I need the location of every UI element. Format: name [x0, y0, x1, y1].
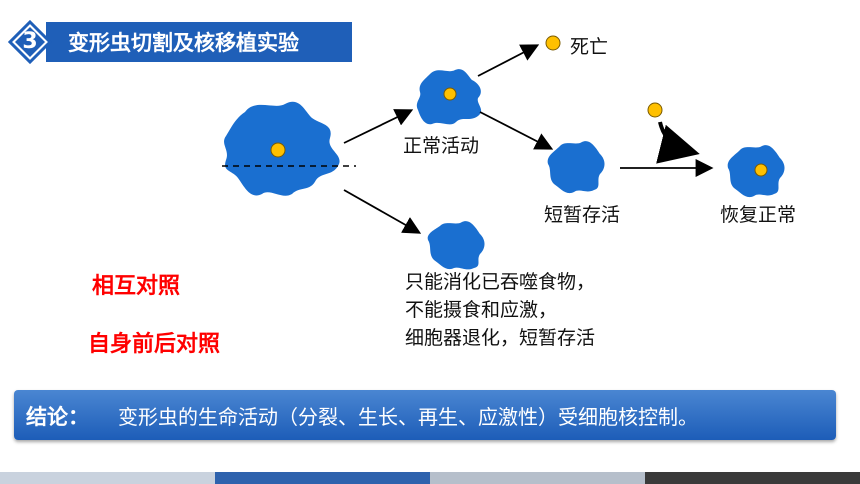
label-short-survival: 短暂存活 — [544, 204, 621, 226]
arrow-to-anucleate — [343, 189, 422, 234]
nucleus-dead — [545, 35, 561, 51]
arrow-to-short — [479, 111, 554, 150]
arrow-to-normal — [343, 109, 414, 144]
conclusion-text: 变形虫的生命活动（分裂、生长、再生、应激性）受细胞核控制。 — [118, 405, 698, 429]
title-number: 3 — [22, 29, 38, 54]
footer-bar-2 — [215, 472, 430, 484]
conclusion-box: 结论： 变形虫的生命活动（分裂、生长、再生、应激性）受细胞核控制。 — [14, 390, 836, 440]
title-bar: 3 变形虫切割及核移植实验 — [8, 20, 356, 66]
title-bar-shape — [8, 20, 352, 65]
arrow-transplant — [656, 121, 700, 164]
nucleus-recovered — [754, 163, 768, 177]
nucleus-large — [270, 142, 286, 158]
nucleus-transplant — [647, 102, 663, 118]
label-normal: 正常活动 — [403, 135, 480, 157]
label-mutual-control: 相互对照 — [92, 274, 181, 299]
amoeba-anucleate — [427, 221, 485, 270]
nucleus-normal — [443, 87, 457, 101]
amoeba-short — [547, 141, 605, 194]
label-self-control: 自身前后对照 — [88, 332, 221, 357]
note-line: 只能消化已吞噬食物， — [405, 271, 596, 293]
arrow-to-death — [477, 44, 540, 77]
label-death: 死亡 — [570, 36, 609, 58]
anucleate-notes: 只能消化已吞噬食物， 不能摄食和应激， 细胞器退化，短暂存活 — [405, 268, 595, 352]
footer-bar-4 — [645, 472, 860, 484]
footer-bar-1 — [0, 472, 215, 484]
label-recover: 恢复正常 — [720, 204, 797, 226]
note-line: 不能摄食和应激， — [405, 299, 558, 321]
footer-bar-3 — [430, 472, 645, 484]
page-title: 变形虫切割及核移植实验 — [68, 31, 299, 55]
note-line: 细胞器退化，短暂存活 — [405, 327, 596, 349]
conclusion-label: 结论： — [26, 405, 89, 429]
